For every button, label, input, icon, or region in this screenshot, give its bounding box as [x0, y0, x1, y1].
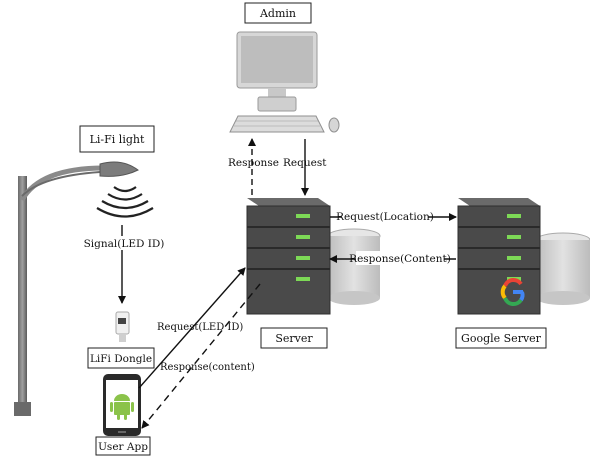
- admin-label-box: Admin: [244, 2, 312, 24]
- google-server-label: Google Server: [461, 332, 542, 345]
- admin-response-label: Response: [228, 157, 279, 169]
- light-waves-icon: [96, 186, 154, 218]
- admin-request-label: Request: [283, 157, 327, 169]
- lifi-light-label-box: Li-Fi light: [79, 125, 155, 153]
- server-label: Server: [275, 332, 313, 345]
- street-lamp-icon: [14, 161, 139, 416]
- google-server-label-box: Google Server: [455, 327, 547, 349]
- request-led-arrow: [138, 267, 246, 389]
- request-led-label: Request(LED ID): [157, 322, 243, 333]
- user-app-label: User App: [98, 441, 148, 453]
- response-content-google-label: Response(Content): [349, 253, 451, 265]
- admin-label: Admin: [259, 7, 296, 20]
- lifi-dongle-icon: [115, 311, 130, 342]
- server-label-box: Server: [260, 327, 328, 349]
- lifi-dongle-label-box: LiFi Dongle: [87, 347, 155, 369]
- lifi-light-label: Li-Fi light: [90, 133, 145, 146]
- server-icon: [246, 198, 381, 315]
- user-app-label-box: User App: [95, 436, 151, 456]
- admin-computer-icon: [229, 31, 340, 133]
- request-location-label: Request(Location): [336, 211, 434, 223]
- android-icon: [110, 394, 134, 420]
- signal-label: Signal(LED ID): [84, 238, 165, 250]
- response-content-app-label: Response(content): [160, 362, 255, 373]
- response-content-app-arrow: [141, 283, 261, 429]
- google-server-icon: [457, 198, 590, 315]
- google-logo-icon: [500, 278, 525, 306]
- lifi-dongle-label: LiFi Dongle: [90, 353, 152, 365]
